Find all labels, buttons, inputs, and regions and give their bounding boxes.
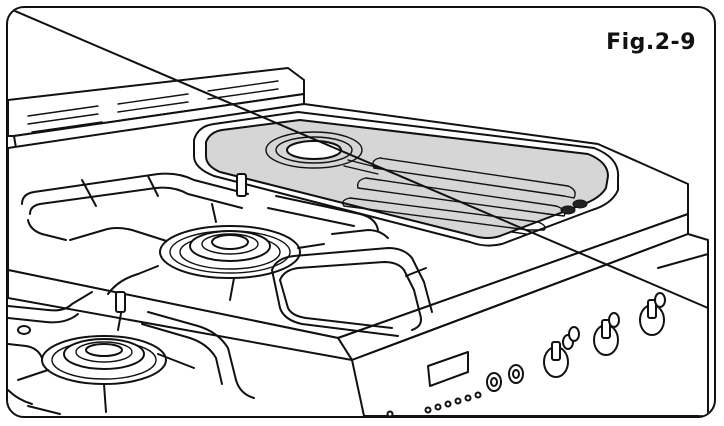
control-panel: [8, 8, 709, 416]
gas-burner: [137, 203, 325, 301]
control-knob: [508, 364, 524, 384]
control-knob: [486, 372, 502, 392]
back-vent-panel: [8, 67, 305, 149]
figure-frame: Fig.2-9: [6, 6, 716, 418]
indicator-light: [386, 391, 482, 416]
cooker-illustration: [8, 8, 709, 416]
control-knob: [568, 326, 580, 342]
pan-support-front: [107, 229, 433, 337]
control-knob: [639, 292, 666, 336]
gas-burner: [17, 291, 195, 413]
display-window: [427, 351, 469, 387]
figure-label: Fig.2-9: [606, 30, 696, 55]
griddle-heating-element: [342, 157, 576, 231]
griddle-terminals: [511, 199, 588, 235]
control-knob: [593, 312, 620, 356]
pan-support-left: [8, 291, 255, 415]
control-knob: [543, 334, 574, 378]
pan-support-rear: [21, 172, 379, 245]
